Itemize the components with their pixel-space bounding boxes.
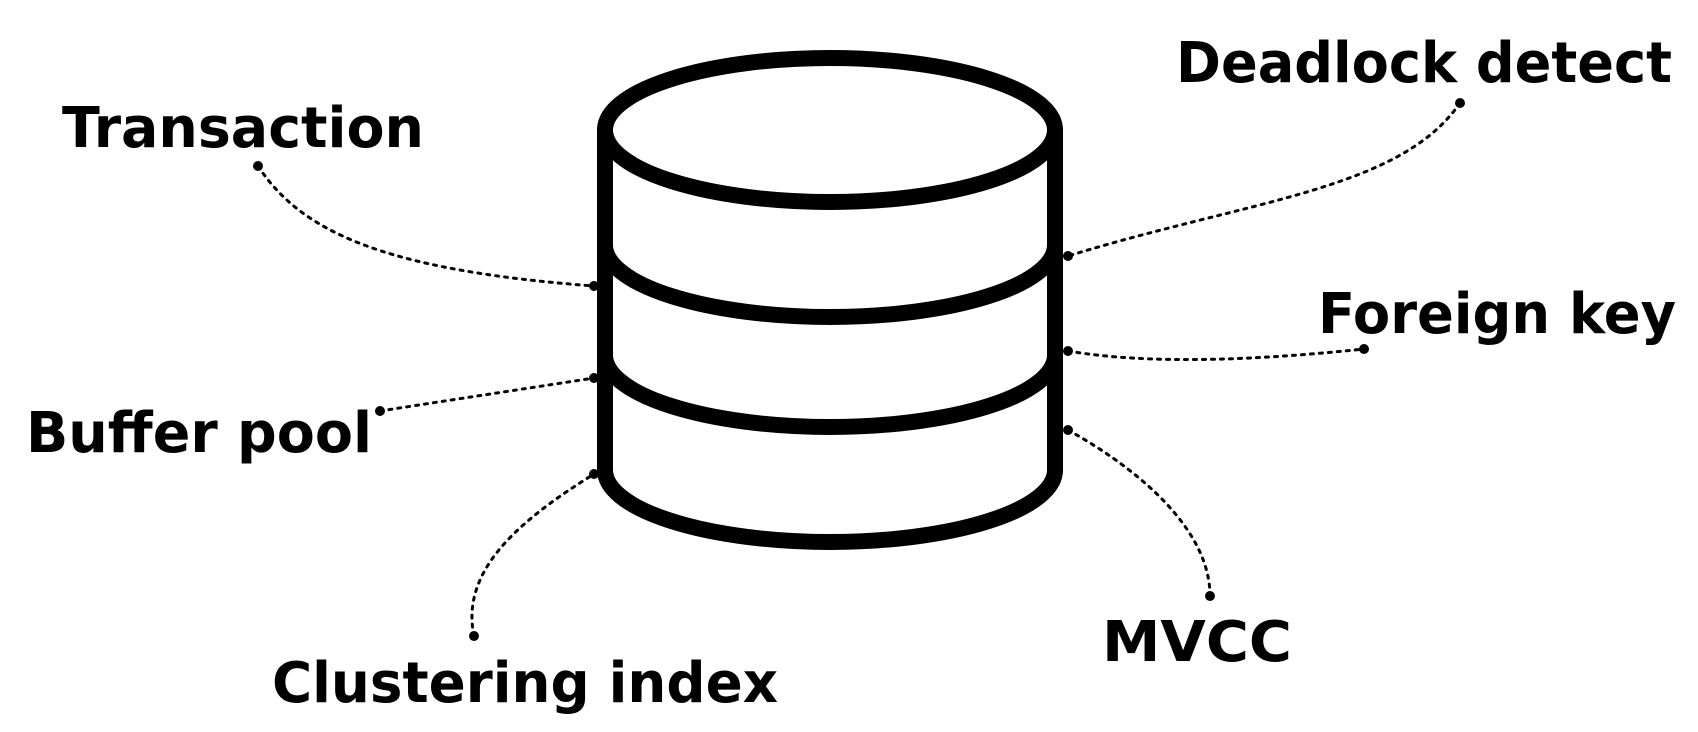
labels: Transaction Buffer pool Clustering index… (26, 31, 1676, 716)
cylinder-top (597, 50, 1063, 210)
leader-transaction (256, 164, 596, 288)
database-icon (597, 50, 1063, 550)
dot-transaction-db (589, 281, 599, 291)
label-clustering-index: Clustering index (272, 651, 778, 716)
dot-foreign-key-label (1359, 344, 1369, 354)
dot-buffer-pool-db (589, 373, 599, 383)
label-buffer-pool: Buffer pool (26, 401, 372, 466)
leader-lines (256, 101, 1462, 638)
label-mvcc: MVCC (1102, 610, 1292, 675)
dot-deadlock-detect-db (1063, 251, 1073, 261)
dot-deadlock-detect-label (1455, 98, 1465, 108)
label-transaction: Transaction (62, 96, 424, 161)
leader-mvcc (1066, 428, 1212, 598)
dot-buffer-pool-label (375, 406, 385, 416)
dot-clustering-index-db (589, 469, 599, 479)
cylinder-divider-2 (597, 347, 1063, 435)
label-deadlock-detect: Deadlock detect (1176, 31, 1672, 96)
leader-foreign-key (1066, 347, 1366, 362)
dot-clustering-index-label (469, 631, 479, 641)
dot-foreign-key-db (1063, 346, 1073, 356)
leader-buffer-pool (378, 376, 596, 413)
dot-mvcc-label (1205, 591, 1215, 601)
dot-transaction-label (253, 161, 263, 171)
cylinder-divider-1 (597, 237, 1063, 325)
leader-clustering-index (470, 472, 596, 638)
leader-dots (253, 98, 1465, 641)
cylinder-bottom (597, 462, 1063, 550)
leader-deadlock-detect (1066, 101, 1462, 258)
dot-mvcc-db (1063, 425, 1073, 435)
label-foreign-key: Foreign key (1318, 282, 1676, 347)
